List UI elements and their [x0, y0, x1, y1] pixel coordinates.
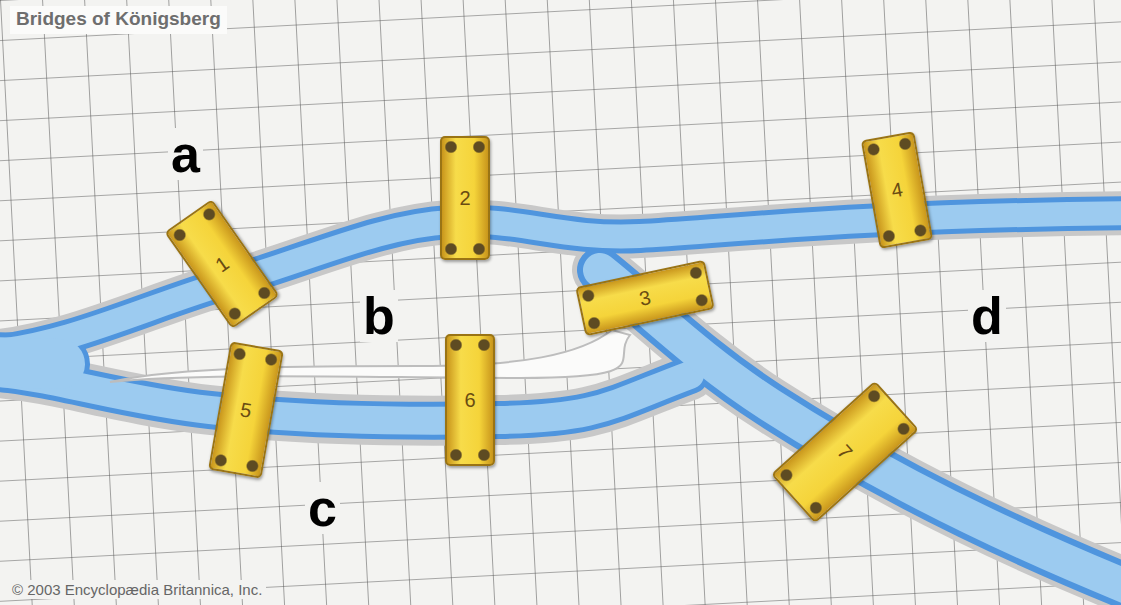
land-label: b — [360, 290, 398, 342]
land-label: c — [305, 482, 340, 534]
bridge-number: 5 — [239, 399, 253, 421]
map-title: Bridges of Königsberg — [10, 6, 227, 34]
bridge-number: 6 — [464, 390, 475, 410]
bridge-number: 4 — [890, 179, 904, 201]
bridge-number: 3 — [637, 287, 652, 309]
watermark: © 2003 Encyclopædia Britannica, Inc. — [8, 580, 266, 599]
bridge-number: 7 — [834, 441, 856, 463]
land-label: a — [168, 128, 203, 180]
bridge-number: 1 — [212, 253, 233, 276]
river-banks — [0, 213, 1121, 590]
river-water — [0, 213, 1121, 590]
land-label: d — [968, 290, 1006, 342]
river-edge — [0, 213, 1121, 590]
bridge: 6 — [445, 334, 495, 466]
bridge: 2 — [440, 136, 490, 260]
bridge-number: 2 — [459, 188, 470, 208]
